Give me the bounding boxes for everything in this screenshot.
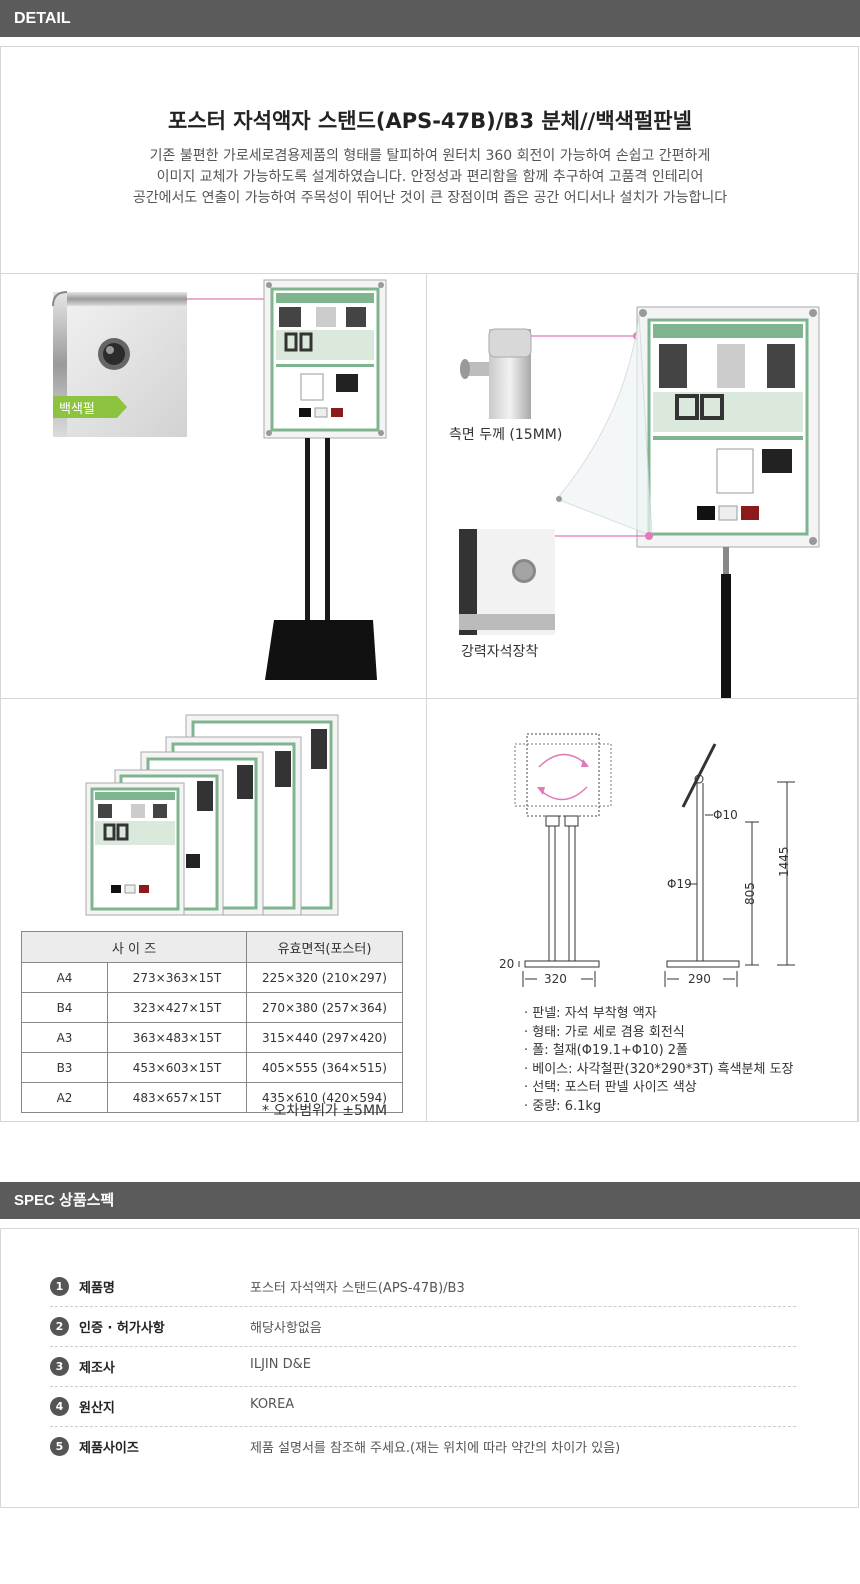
size-dim: 323×427×15T <box>106 992 248 1023</box>
stand-photo-front <box>52 279 387 680</box>
spec-key: 제품사이즈 <box>79 1441 139 1456</box>
frame-size-lineup <box>85 714 339 916</box>
desc-line: 기존 불편한 가로세로겸용제품의 형태를 탈피하여 원터치 360 회전이 가능… <box>149 148 711 164</box>
dim-h1445: 1445 <box>777 846 791 877</box>
tolerance-note: * 오차범위가 ±5MM <box>262 1103 388 1119</box>
detail-header: DETAIL <box>0 0 860 37</box>
spec-number: 4 <box>50 1397 69 1416</box>
pearl-panel-photo: 백색펄 <box>1 274 427 699</box>
technical-drawing: Φ10 Φ19 805 1445 20 320 290 <box>427 699 858 1122</box>
spec-item: · 폴: 철재(Φ19.1+Φ10) 2폴 <box>524 1043 689 1058</box>
size-name: A2 <box>21 1082 108 1113</box>
size-name: B4 <box>21 992 108 1023</box>
pearl-tag: 백색펄 <box>53 396 127 418</box>
size-name: B3 <box>21 1052 108 1083</box>
spec-value: KOREA <box>250 1397 295 1412</box>
stand-photo-angled <box>459 306 820 698</box>
spec-value: 제품 설명서를 참조해 주세요.(재는 위치에 따라 약간의 차이가 있음) <box>250 1441 621 1456</box>
size-area: 315×440 (297×420) <box>246 1022 403 1053</box>
spec-number: 5 <box>50 1437 69 1456</box>
pearl-tag-label: 백색펄 <box>59 402 95 417</box>
size-dim: 483×657×15T <box>106 1082 248 1113</box>
spec-item: · 선택: 포스터 판넬 사이즈 색상 <box>524 1080 697 1095</box>
size-dim: 453×603×15T <box>106 1052 248 1083</box>
desc-line: 이미지 교체가 가능하도록 설계하였습니다. 안정성과 편리함을 함께 추구하여… <box>156 169 704 185</box>
spec-value: 해당사항없음 <box>250 1321 322 1336</box>
size-dim: 273×363×15T <box>106 962 248 993</box>
spec-row: 4 원산지 KOREA <box>50 1387 796 1427</box>
intro-box <box>0 46 859 274</box>
spec-row: 2 인증 · 허가사항 해당사항없음 <box>50 1307 796 1347</box>
spec-header: SPEC 상품스펙 <box>0 1182 860 1219</box>
dim-h805: 805 <box>743 882 757 905</box>
spec-item: · 판넬: 자석 부착형 액자 <box>524 1006 657 1021</box>
desc-line: 공간에서도 연출이 가능하여 주목성이 뛰어난 것이 큰 장점이며 좁은 공간 … <box>132 190 728 206</box>
spec-key: 인증 · 허가사항 <box>79 1321 165 1336</box>
dim-d19: Φ19 <box>667 877 692 891</box>
spec-item: · 중량: 6.1kg <box>524 1098 602 1114</box>
side-thickness-photo: 측면 두께 (15MM) 강력자석장착 <box>427 274 858 699</box>
side-thickness-label: 측면 두께 (15MM) <box>449 427 563 443</box>
dim-d10: Φ10 <box>713 808 738 822</box>
spec-list: · 판넬: 자석 부착형 액자 · 형태: 가로 세로 겸용 회전식 · 폴: … <box>524 1005 794 1116</box>
size-name: A4 <box>21 962 108 993</box>
size-dim: 363×483×15T <box>106 1022 248 1053</box>
product-title: 포스터 자석액자 스탠드(APS-47B)/B3 분체//백색펄판넬 <box>168 109 692 133</box>
size-area: 270×380 (257×364) <box>246 992 403 1023</box>
size-area: 405×555 (364×515) <box>246 1052 403 1083</box>
spec-item: · 형태: 가로 세로 겸용 회전식 <box>524 1024 685 1040</box>
size-area: 435×610 (420×594) <box>246 1082 403 1113</box>
spec-box <box>0 1228 859 1508</box>
dim-w320: 320 <box>544 972 567 986</box>
spec-number: 3 <box>50 1357 69 1376</box>
dim-w290: 290 <box>688 972 711 986</box>
dim-base20: 20 <box>499 957 515 971</box>
size-area: 225×320 (210×297) <box>246 962 403 993</box>
spec-value: ILJIN D&E <box>250 1357 311 1372</box>
product-description: 기존 불편한 가로세로겸용제품의 형태를 탈피하여 원터치 360 회전이 가능… <box>0 146 860 209</box>
dimension-drawing <box>514 733 795 987</box>
area-header: 유효면적(포스터) <box>246 931 403 963</box>
size-header: 사 이 즈 <box>20 931 248 963</box>
size-name: A3 <box>21 1022 108 1053</box>
spec-row: 1 제품명 포스터 자석액자 스탠드(APS-47B)/B3 <box>50 1267 796 1307</box>
spec-value: 포스터 자석액자 스탠드(APS-47B)/B3 <box>250 1281 465 1296</box>
magnet-label: 강력자석장착 <box>461 644 539 660</box>
spec-key: 원산지 <box>79 1401 115 1416</box>
spec-number: 1 <box>50 1277 69 1296</box>
spec-key: 제조사 <box>79 1361 115 1376</box>
spec-key: 제품명 <box>79 1281 115 1296</box>
spec-row: 3 제조사 ILJIN D&E <box>50 1347 796 1387</box>
spec-row: 5 제품사이즈 제품 설명서를 참조해 주세요.(재는 위치에 따라 약간의 차… <box>50 1427 796 1467</box>
size-table-header: 사 이 즈 유효면적(포스터) <box>20 931 403 963</box>
spec-item: · 베이스: 사각철판(320*290*3T) 흑색분체 도장 <box>524 1061 794 1077</box>
spec-number: 2 <box>50 1317 69 1336</box>
